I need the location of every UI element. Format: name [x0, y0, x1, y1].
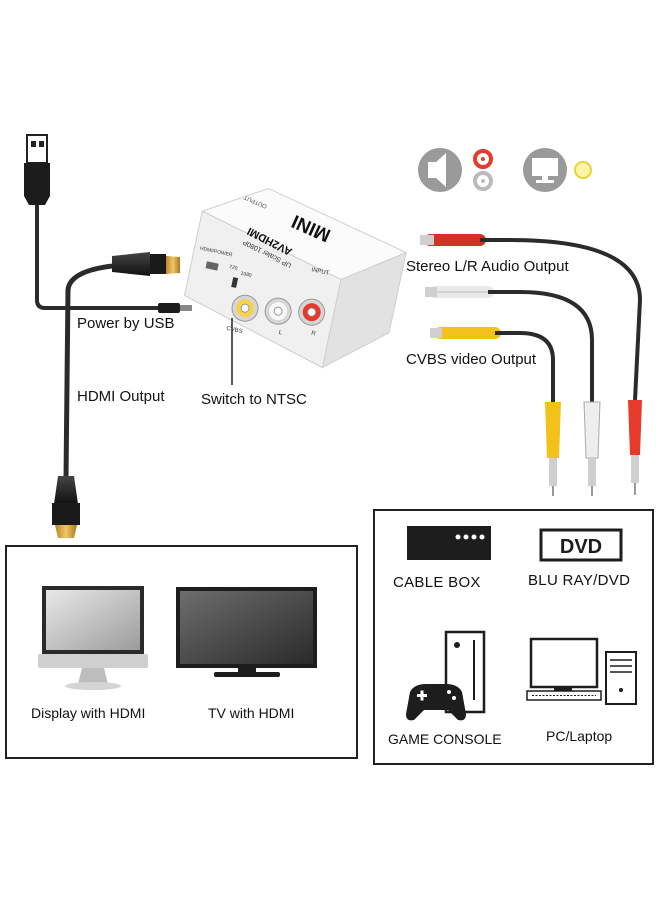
- device-rca-cvbs-port: [231, 294, 259, 322]
- device-usb-port: [205, 261, 219, 271]
- label-tv-with-hdmi: TV with HDMI: [208, 705, 295, 721]
- label-stereo-audio-output: Stereo L/R Audio Output: [406, 258, 569, 275]
- usb-plug-icon: [24, 134, 50, 205]
- monitor-icon: [523, 148, 567, 192]
- device-switch-1080: 1080: [240, 271, 252, 279]
- computer-monitor-icon: [38, 586, 148, 690]
- label-hdmi-output: HDMI Output: [77, 388, 165, 405]
- device-cvbs-label: CVBS: [226, 326, 243, 335]
- label-blu-ray-dvd: BLU RAY/DVD: [528, 572, 631, 589]
- label-pc-laptop: PC/Laptop: [546, 728, 613, 744]
- pc-laptop-icon: [526, 637, 637, 705]
- tv-icon: [176, 587, 317, 677]
- device-ntsc-switch: [231, 277, 239, 288]
- label-display-with-hdmi: Display with HDMI: [31, 705, 146, 721]
- cable-box-icon: [407, 526, 491, 560]
- device-input-label: INPUT: [311, 267, 330, 277]
- device-l-label: L: [278, 330, 283, 337]
- speaker-icon: [418, 148, 462, 192]
- av2hdmi-converter-device: MINI AV2HDMI UP Scaler 1080P OUTPUT INPU…: [183, 187, 408, 369]
- label-cvbs-video-output: CVBS video Output: [406, 351, 537, 368]
- rca-cable-white: [425, 286, 601, 496]
- device-rca-l-port: [264, 297, 292, 325]
- dvd-icon: DVD: [539, 528, 623, 562]
- rca-audio-icon: [473, 149, 493, 191]
- dvd-badge-text: DVD: [560, 536, 602, 558]
- video-dot-icon: [574, 161, 592, 179]
- rca-cable-red: [420, 234, 643, 495]
- hdmi-plug-upper-icon: [112, 252, 180, 276]
- device-switch-720: 720: [228, 264, 238, 272]
- game-console-icon: [406, 630, 486, 721]
- label-switch-to-ntsc: Switch to NTSC: [201, 391, 307, 408]
- rca-cable-yellow: [430, 327, 561, 496]
- mini-usb-plug-icon: [158, 303, 192, 313]
- device-r-label: R: [311, 331, 317, 338]
- label-game-console: GAME CONSOLE: [388, 731, 502, 747]
- label-power-by-usb: Power by USB: [77, 315, 175, 332]
- label-cable-box: CABLE BOX: [393, 574, 481, 591]
- hdmi-cable: [63, 261, 151, 479]
- device-rca-r-port: [298, 298, 326, 326]
- hdmi-plug-lower-icon: [52, 476, 80, 538]
- usb-cable: [35, 205, 160, 310]
